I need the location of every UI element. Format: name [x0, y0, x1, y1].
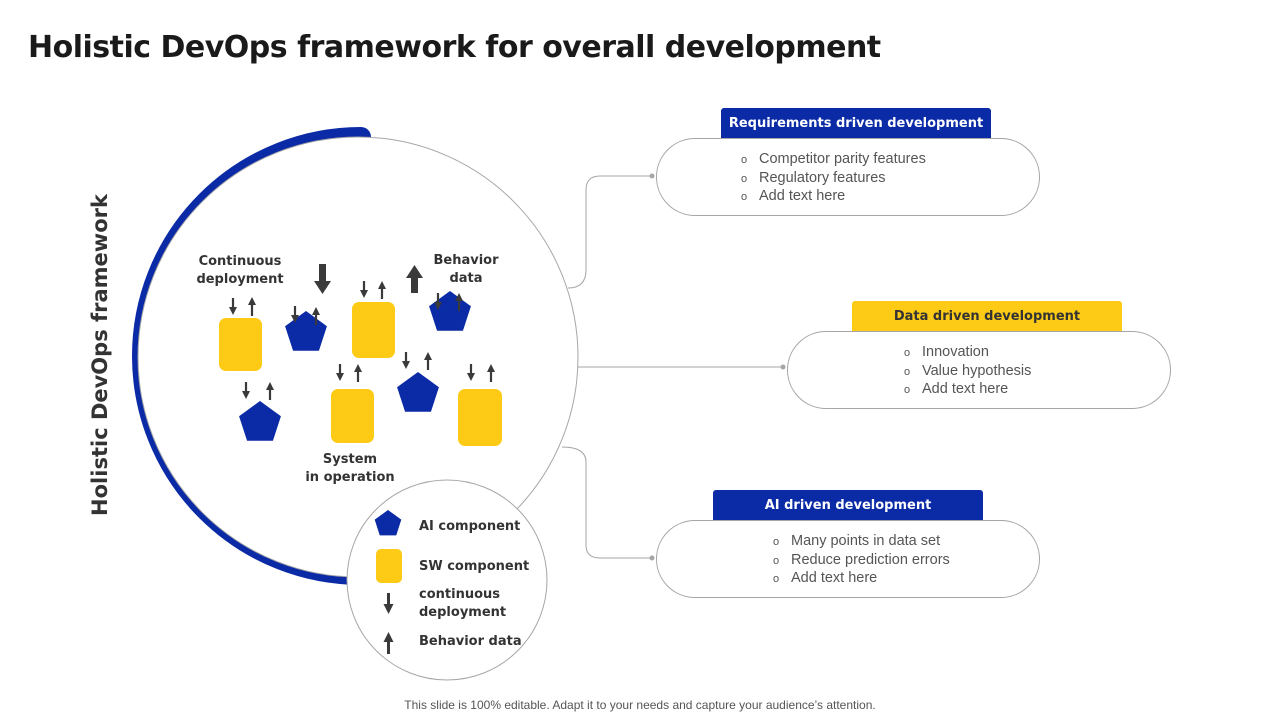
connector-line-bottom — [561, 446, 652, 559]
sw-component — [352, 302, 395, 358]
footer-note: This slide is 100% editable. Adapt it to… — [404, 698, 876, 712]
arrow-pair — [360, 281, 386, 299]
requirements-card-header: Requirements driven development — [721, 108, 991, 138]
legend-down-arrow — [383, 593, 394, 614]
legend-sw-label: SW component — [419, 559, 530, 574]
legend-sw-icon — [376, 549, 402, 583]
connector-line-top — [567, 175, 652, 289]
legend-behavior-label: Behavior data — [419, 634, 522, 649]
arrow-pair — [336, 364, 362, 382]
behavior-data-label: Behavior data — [433, 253, 499, 286]
data-card-header: Data driven development — [852, 301, 1122, 331]
bullet-icon: o — [773, 554, 780, 567]
arrow-pair — [402, 352, 432, 370]
sw-component — [458, 389, 502, 446]
big-down-arrow — [314, 264, 331, 294]
connector-dot-middle — [780, 364, 786, 370]
bullet-icon: o — [741, 172, 748, 185]
sw-component — [331, 389, 374, 443]
continuous-deployment-label: Continuous deployment — [196, 254, 284, 287]
arrow-pair — [229, 297, 256, 316]
bullet-icon: o — [904, 384, 911, 396]
legend-deployment-label: continuous deployment — [419, 587, 507, 620]
big-up-arrow — [406, 265, 423, 293]
arrow-pair — [467, 364, 495, 382]
bullet-icon: o — [904, 365, 911, 378]
bullet-icon: o — [773, 536, 780, 548]
sw-component — [219, 318, 262, 371]
connector-dot-bottom — [649, 555, 655, 561]
bullet-icon: o — [741, 191, 748, 203]
bullet-icon: o — [741, 154, 748, 166]
arrow-pair — [291, 306, 320, 325]
bullet-icon: o — [904, 347, 911, 359]
page-title: Holistic DevOps framework for overall de… — [28, 30, 881, 65]
bullet-icon: o — [773, 573, 780, 585]
legend-ai-label: AI component — [419, 519, 521, 534]
ai-card-header: AI driven development — [713, 490, 983, 520]
system-in-operation-label: System in operation — [305, 452, 395, 485]
connector-dot-top — [649, 173, 655, 179]
arrow-pair — [242, 382, 274, 400]
legend-up-arrow — [383, 632, 394, 654]
arrow-pair — [434, 293, 463, 311]
